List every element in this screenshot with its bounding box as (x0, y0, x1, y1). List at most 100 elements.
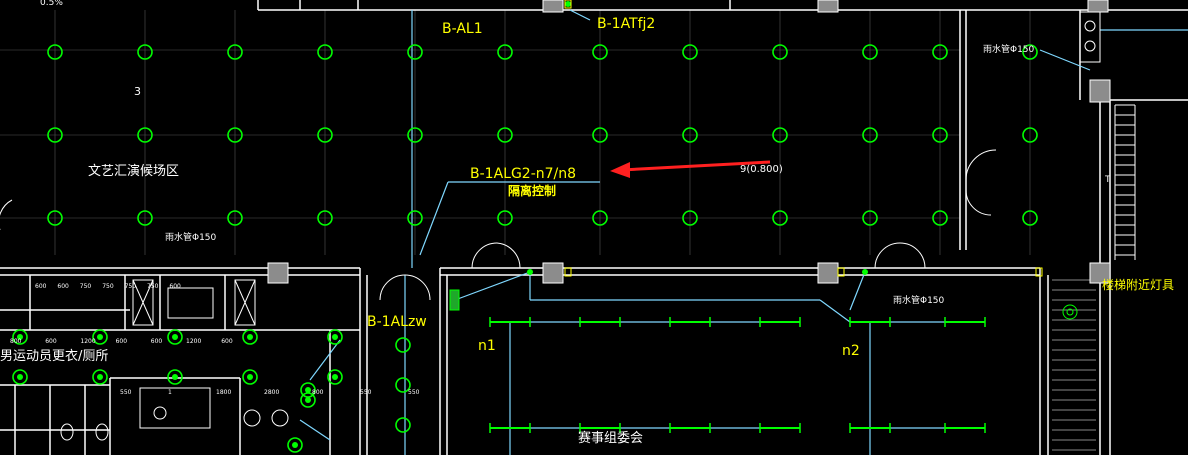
panel-al1-label: B-AL1 (442, 21, 483, 37)
light-fixture-icon (1022, 127, 1038, 143)
light-fixture-icon (317, 44, 333, 60)
light-fixture-icon (682, 127, 698, 143)
light-fixture-icon (862, 210, 878, 226)
dimension-label: 800 (10, 338, 22, 345)
light-fixture-icon (47, 210, 63, 226)
light-fixture-icon (327, 369, 343, 385)
light-fixture-icon (92, 329, 108, 345)
dimension-label: 600 (151, 338, 163, 345)
light-fixture-icon (592, 210, 608, 226)
column-icon (542, 262, 564, 284)
dimension-label: 800 (312, 389, 324, 396)
cabinet-icon (60, 279, 289, 441)
strip-lights (489, 317, 986, 433)
panel-alzw-label: B-1ALzw (367, 314, 427, 330)
light-fixture-icon (407, 127, 423, 143)
outlet-icon (1084, 20, 1096, 32)
dimension-label: 1 (168, 389, 172, 396)
column-icon (1087, 0, 1109, 13)
stair-light-label: 楼梯附近灯具 (1102, 277, 1174, 292)
distribution-box-icon (449, 289, 460, 311)
zone-performance-label: 文艺汇演候场区 (88, 163, 179, 179)
light-fixture-icon (332, 374, 338, 380)
exit-sign-icon (1066, 308, 1074, 316)
light-fixture-icon (17, 374, 23, 380)
light-fixture-icon (772, 210, 788, 226)
dimension-label: 550 (408, 389, 420, 396)
light-fixture-icon (682, 44, 698, 60)
columns (267, 0, 1111, 284)
dimension-label: 600 (116, 338, 128, 345)
light-fixture-icon (167, 329, 183, 345)
light-fixture-icon (137, 44, 153, 60)
outlet-icon (1084, 40, 1096, 52)
switch-point-icon (527, 269, 533, 275)
light-fixture-icon (137, 210, 153, 226)
light-fixture-icon (327, 329, 343, 345)
switch-point-icon (565, 1, 571, 7)
zone-locker-label: 男运动员更衣/厕所 (0, 348, 108, 364)
light-fixture-icon (17, 334, 23, 340)
light-fixture-icon (247, 334, 253, 340)
circuit-n1-label: n1 (478, 338, 496, 354)
dimension-label: 600 (35, 283, 47, 290)
light-fixture-icon (932, 44, 948, 60)
grid-mark-label: 3 (134, 85, 141, 98)
dimension-label: 750 (147, 283, 159, 290)
isolation-control-label: 隔离控制 (508, 183, 556, 198)
light-fixture-icon (300, 392, 316, 408)
light-fixture-icon (317, 127, 333, 143)
column-icon (542, 0, 564, 13)
dimension-label: 550 (360, 389, 372, 396)
light-fixture-icon (772, 127, 788, 143)
light-fixture-icon (395, 337, 411, 353)
light-fixture-icon (227, 44, 243, 60)
devices (60, 0, 1101, 441)
light-fixtures (12, 1, 1038, 453)
dimension-label: 750 (125, 283, 137, 290)
light-fixture-icon (287, 437, 303, 453)
slope-label: 0.5% (40, 0, 63, 8)
dimension-label: 600 (57, 283, 69, 290)
light-fixture-icon (227, 210, 243, 226)
light-fixture-icon (1022, 210, 1038, 226)
circuit-n2-label: n2 (842, 343, 860, 359)
light-fixture-icon (97, 374, 103, 380)
light-fixture-icon (137, 127, 153, 143)
light-fixture-icon (932, 127, 948, 143)
switch-icon (1079, 11, 1101, 63)
light-fixture-icon (305, 387, 311, 393)
light-fixture-icon (932, 210, 948, 226)
dimension-label: 1200 (186, 338, 201, 345)
column-icon (1089, 79, 1111, 103)
switch-icon (837, 267, 845, 277)
panel-atfj2-label: B-1ATfj2 (597, 16, 655, 32)
column-icon (817, 0, 839, 13)
column-icon (267, 262, 289, 284)
column-icon (1089, 262, 1111, 284)
dimension-label: 750 (102, 283, 114, 290)
panel-alg2-label: B-1ALG2-n7/n8 (470, 166, 576, 182)
stair-icon (1052, 104, 1136, 451)
door-swing-icon (0, 149, 997, 301)
light-fixture-icon (862, 44, 878, 60)
light-fixture-icon (497, 127, 513, 143)
exit-sign-icon (1062, 304, 1078, 320)
light-fixture-icon (407, 44, 423, 60)
dimension-label: 1200 (80, 338, 95, 345)
light-fixture-icon (167, 369, 183, 385)
light-fixture-icon (172, 334, 178, 340)
light-fixture-icon (172, 374, 178, 380)
rain-pipe-label-3: 雨水管Φ150 (893, 294, 945, 306)
light-fixture-icon (407, 210, 423, 226)
dimension-label: 1800 (216, 389, 231, 396)
light-fixture-icon (332, 334, 338, 340)
switch-icon (564, 267, 572, 277)
light-fixture-icon (47, 127, 63, 143)
light-fixture-icon (317, 210, 333, 226)
light-fixture-icon (12, 329, 28, 345)
light-fixture-icon (592, 127, 608, 143)
switch-point-icon (862, 269, 868, 275)
light-fixture-icon (12, 369, 28, 385)
